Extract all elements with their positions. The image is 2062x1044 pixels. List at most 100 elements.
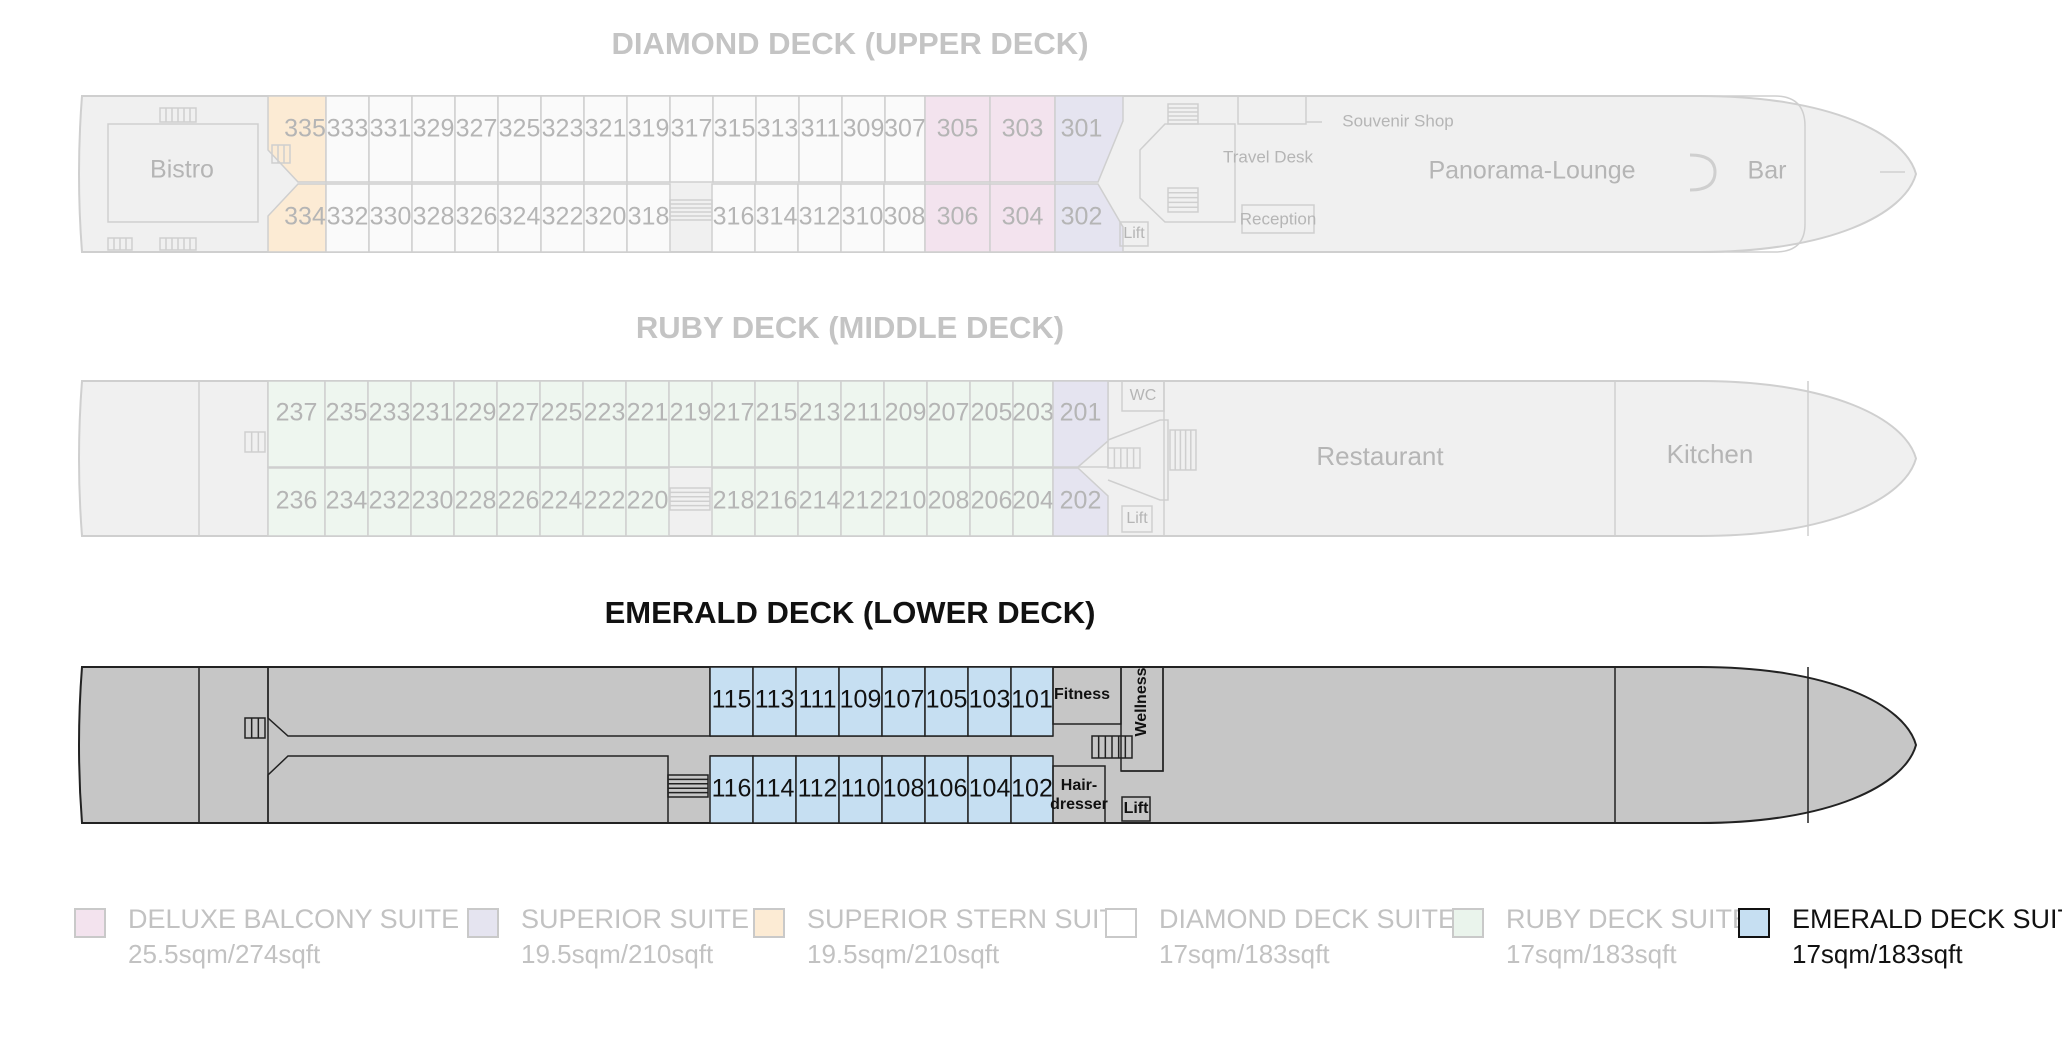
cabin-number: 326 [456, 203, 498, 231]
cabin [754, 183, 799, 253]
restaurant-label: Restaurant [1316, 441, 1444, 471]
cabin-number: 323 [542, 115, 584, 143]
cabin [454, 95, 499, 183]
cabin [582, 380, 627, 468]
cabin [583, 95, 628, 183]
legend-size: 17sqm/183sqft [1792, 939, 1963, 969]
cabin [838, 755, 883, 824]
cabin-number: 101 [1011, 686, 1053, 714]
foyer-outline [1139, 123, 1236, 223]
cabin-number: 229 [455, 399, 497, 427]
cabin [1054, 95, 1124, 183]
cabin-number: 204 [1012, 487, 1054, 515]
foyer-stairs-bottom [1167, 187, 1199, 213]
cabin [795, 755, 840, 824]
cabin-number: 309 [843, 115, 885, 143]
cabin-number: 314 [756, 203, 798, 231]
panorama-lounge-label: Panorama-Lounge [1428, 157, 1635, 185]
cabin-number: 333 [327, 115, 369, 143]
cabin-number: 106 [926, 775, 968, 803]
legend-size: 19.5sqm/210sqft [521, 939, 714, 969]
foyer-outline [1107, 419, 1169, 501]
cabin [752, 666, 797, 737]
legend-swatch [1105, 908, 1137, 938]
cabin-number: 231 [412, 399, 454, 427]
cabin [625, 467, 670, 537]
lift-label: Lift [1123, 225, 1145, 242]
souvenir-shop-label: Souvenir Shop [1342, 111, 1454, 130]
cabin-number: 226 [498, 487, 540, 515]
cabin [368, 183, 413, 253]
cabin [838, 666, 883, 737]
cabin-number: 302 [1061, 203, 1103, 231]
cabin-number: 313 [757, 115, 799, 143]
shop-room [1237, 95, 1307, 125]
cabin [841, 95, 886, 183]
cabin [840, 380, 885, 468]
cabin [410, 467, 455, 537]
cabin-number: 304 [1002, 203, 1044, 231]
stern-stairs [244, 717, 266, 739]
cabin [989, 183, 1056, 253]
cabin-number: 208 [928, 487, 970, 515]
cabin-number: 220 [627, 487, 669, 515]
lift-label: Lift [1124, 800, 1150, 817]
wc-label: WC [1130, 387, 1157, 404]
cabin-number: 334 [284, 203, 326, 231]
cabin [755, 95, 800, 183]
cabin-number: 116 [712, 775, 752, 803]
cabin-number: 305 [937, 115, 979, 143]
kitchen-label: Kitchen [1667, 439, 1754, 469]
cabin [626, 183, 671, 253]
deck-title-diamond: DIAMOND DECK (UPPER DECK) [611, 26, 1089, 61]
cabin-number: 328 [413, 203, 455, 231]
cabin [989, 95, 1056, 183]
cabin [325, 95, 370, 183]
cabin-number: 321 [585, 115, 627, 143]
hull-emerald [78, 666, 1918, 824]
cabin [582, 467, 627, 537]
mid-stairs [669, 487, 711, 511]
cabin [709, 666, 754, 737]
cabin [1012, 380, 1054, 468]
cabin [453, 380, 498, 468]
cabin [798, 95, 843, 183]
cabin [324, 467, 369, 537]
legend-swatch [1738, 908, 1770, 938]
cabin-number: 232 [369, 487, 411, 515]
bistro-room [107, 123, 259, 223]
cabin [711, 183, 756, 253]
cabin-number: 105 [926, 686, 968, 714]
cabin-number: 308 [884, 203, 926, 231]
cabin-number: 237 [276, 399, 318, 427]
lift-box [1119, 221, 1149, 247]
cabin-number: 221 [627, 399, 669, 427]
cabin-number: 332 [327, 203, 369, 231]
travel-desk-label: Travel Desk [1223, 147, 1314, 166]
legend-swatch [753, 908, 785, 938]
bar-room [1665, 95, 1806, 253]
cabin-number: 103 [969, 686, 1011, 714]
cabin [1054, 183, 1124, 253]
cabin [924, 183, 991, 253]
cabin [967, 755, 1012, 824]
cabin-number: 335 [284, 115, 326, 143]
cabin-number: 211 [843, 399, 883, 427]
cabin-number: 307 [884, 115, 926, 143]
cabin [1052, 380, 1109, 468]
cabin-number: 230 [412, 487, 454, 515]
cabin [267, 467, 326, 537]
cabin [881, 666, 926, 737]
cabin-number: 329 [413, 115, 455, 143]
cabin-number: 213 [799, 399, 841, 427]
cabin [540, 95, 585, 183]
cabin [712, 95, 757, 183]
cabin-number: 109 [840, 686, 882, 714]
legend-label: SUPERIOR SUITE [521, 904, 750, 934]
lift-label: Lift [1126, 510, 1148, 527]
cabin-number: 320 [585, 203, 627, 231]
cabin-number: 206 [971, 487, 1013, 515]
reception-desk [1241, 204, 1315, 234]
cabin-number: 112 [798, 775, 838, 803]
cabin-number: 107 [883, 686, 925, 714]
